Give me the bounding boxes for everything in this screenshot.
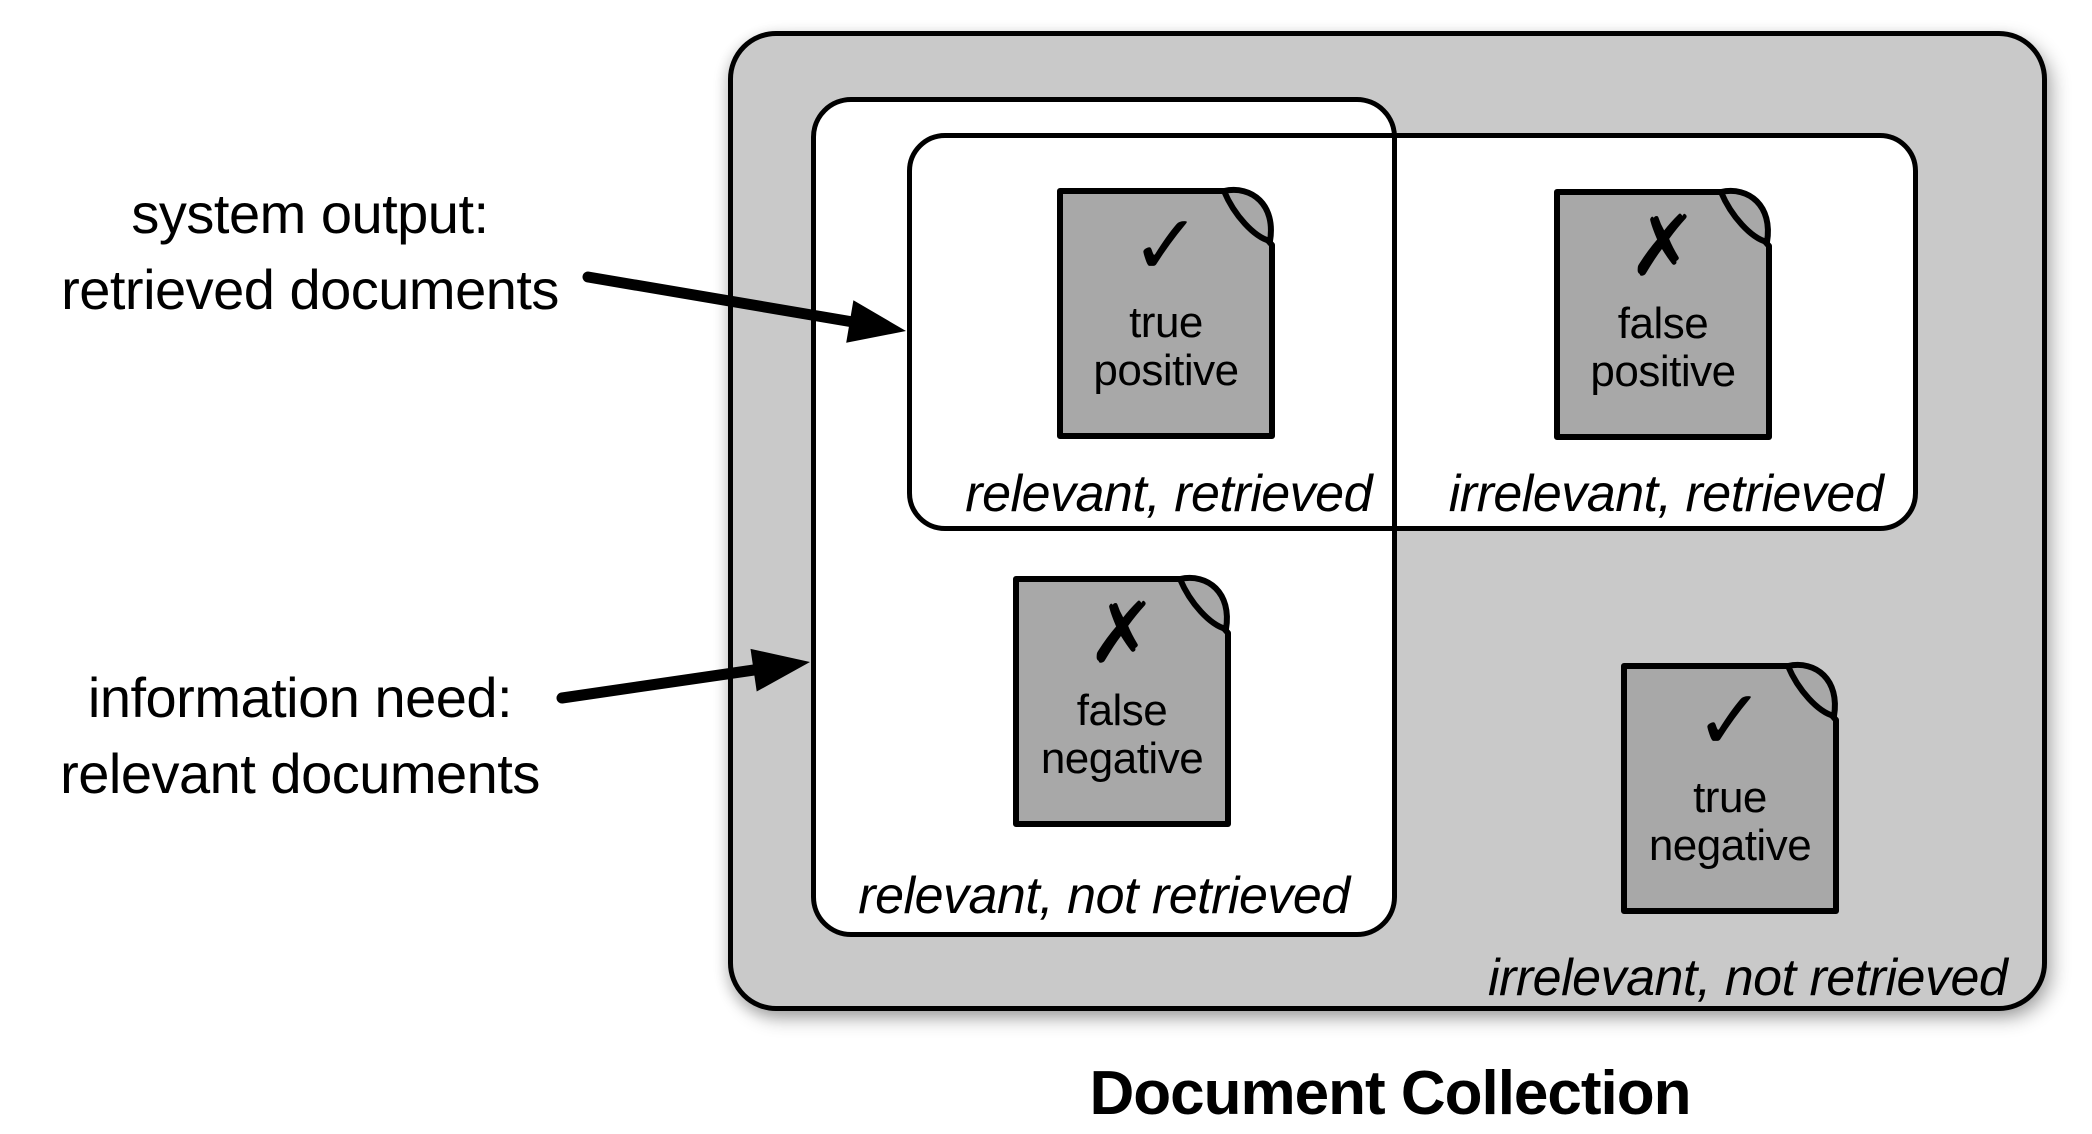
- retrieved-documents-region-border: [907, 133, 1918, 531]
- document-label-line: true: [1693, 773, 1767, 822]
- document-label-line: false: [1617, 299, 1709, 348]
- relevant-documents-region-border: [811, 97, 1397, 937]
- cross-icon: ✗: [1086, 584, 1158, 682]
- checkmark-icon: ✓: [1130, 196, 1202, 294]
- document-label: true positive: [1056, 299, 1276, 395]
- document-icon: [1013, 574, 1231, 827]
- false-positive-document: ✗ false positive: [1553, 187, 1773, 441]
- document-label: false positive: [1553, 300, 1773, 396]
- true-negative-document: ✓ true negative: [1620, 661, 1840, 915]
- document-label-line: positive: [1590, 347, 1736, 396]
- diagram-caption: Document Collection: [1089, 1059, 1691, 1128]
- region-label-relevant-not-retrieved: relevant, not retrieved: [858, 867, 1350, 925]
- document-label-line: negative: [1648, 821, 1812, 870]
- annotation-line: system output:: [131, 182, 489, 245]
- region-label-irrelevant-not-retrieved: irrelevant, not retrieved: [1488, 949, 2008, 1007]
- document-label-line: false: [1076, 686, 1168, 735]
- document-label: true negative: [1620, 774, 1840, 870]
- document-label-line: positive: [1093, 346, 1239, 395]
- region-label-irrelevant-retrieved: irrelevant, retrieved: [1448, 465, 1884, 523]
- annotation-line: relevant documents: [60, 742, 540, 805]
- document-icon: [1621, 661, 1839, 914]
- true-positive-document: ✓ true positive: [1056, 186, 1276, 440]
- document-label-line: true: [1129, 298, 1203, 347]
- checkmark-icon: ✓: [1694, 671, 1766, 769]
- document-label: false negative: [1012, 687, 1232, 783]
- false-negative-document: ✗ false negative: [1012, 574, 1232, 828]
- cross-icon: ✗: [1627, 197, 1699, 295]
- region-label-relevant-retrieved: relevant, retrieved: [965, 465, 1372, 523]
- system-output-annotation: system output: retrieved documents: [10, 176, 610, 328]
- document-label-line: negative: [1040, 734, 1204, 783]
- annotation-line: retrieved documents: [61, 258, 559, 321]
- document-icon: [1554, 187, 1772, 440]
- document-icon: [1057, 186, 1275, 439]
- information-need-annotation: information need: relevant documents: [0, 660, 600, 812]
- annotation-line: information need:: [87, 666, 513, 729]
